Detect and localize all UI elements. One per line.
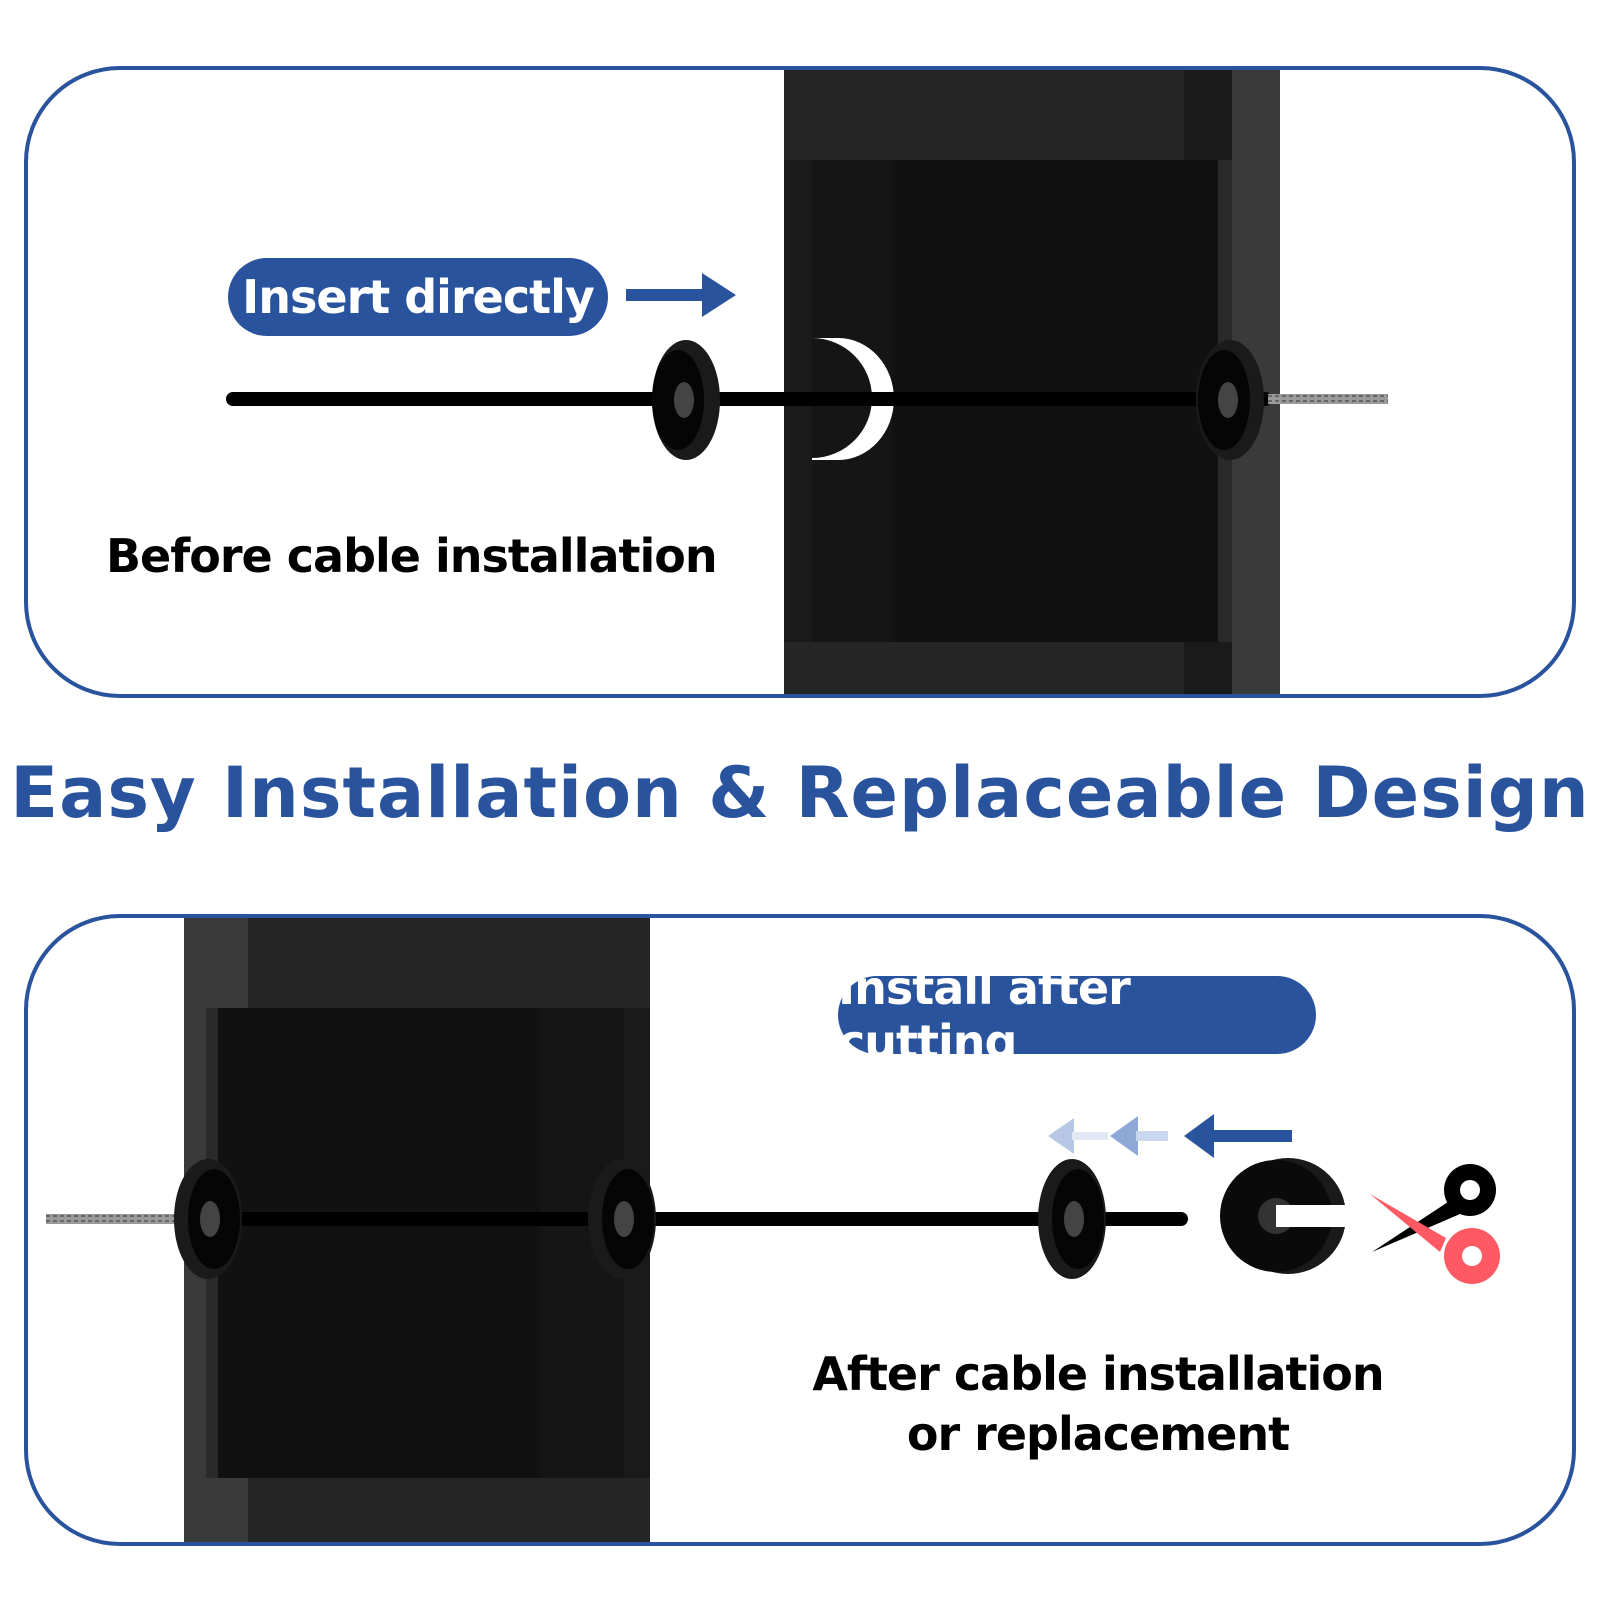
insert-directly-badge: Insert directly xyxy=(228,258,608,336)
bottom-panel: Install after cutting After cable instal… xyxy=(24,914,1576,1546)
arrow-left-icon xyxy=(1048,1114,1292,1158)
grommet-icon xyxy=(588,1159,656,1279)
headline: Easy Installation & Replaceable Design xyxy=(10,752,1590,834)
scissors-icon xyxy=(1370,1164,1500,1284)
grommet-icon xyxy=(1038,1159,1106,1279)
arrow-right-icon xyxy=(626,273,736,317)
post xyxy=(184,918,650,1542)
grommet-icon xyxy=(652,340,720,460)
top-illustration xyxy=(226,70,1388,694)
caption-line-1: After cable installation xyxy=(812,1347,1384,1401)
split-grommet-icon xyxy=(1220,1158,1346,1274)
cable xyxy=(226,392,1388,406)
install-after-cutting-badge: Install after cutting xyxy=(838,961,1316,1069)
bottom-illustration xyxy=(46,918,1500,1542)
top-panel: Insert directly Before cable installatio… xyxy=(24,66,1576,698)
caption-line-2: or replacement xyxy=(906,1407,1290,1461)
grommet-icon xyxy=(174,1159,242,1279)
grommet-icon xyxy=(1196,340,1264,460)
before-installation-caption: Before cable installation xyxy=(106,529,718,583)
cable xyxy=(46,1212,1188,1226)
after-installation-caption: After cable installation or replacement xyxy=(788,1344,1408,1464)
